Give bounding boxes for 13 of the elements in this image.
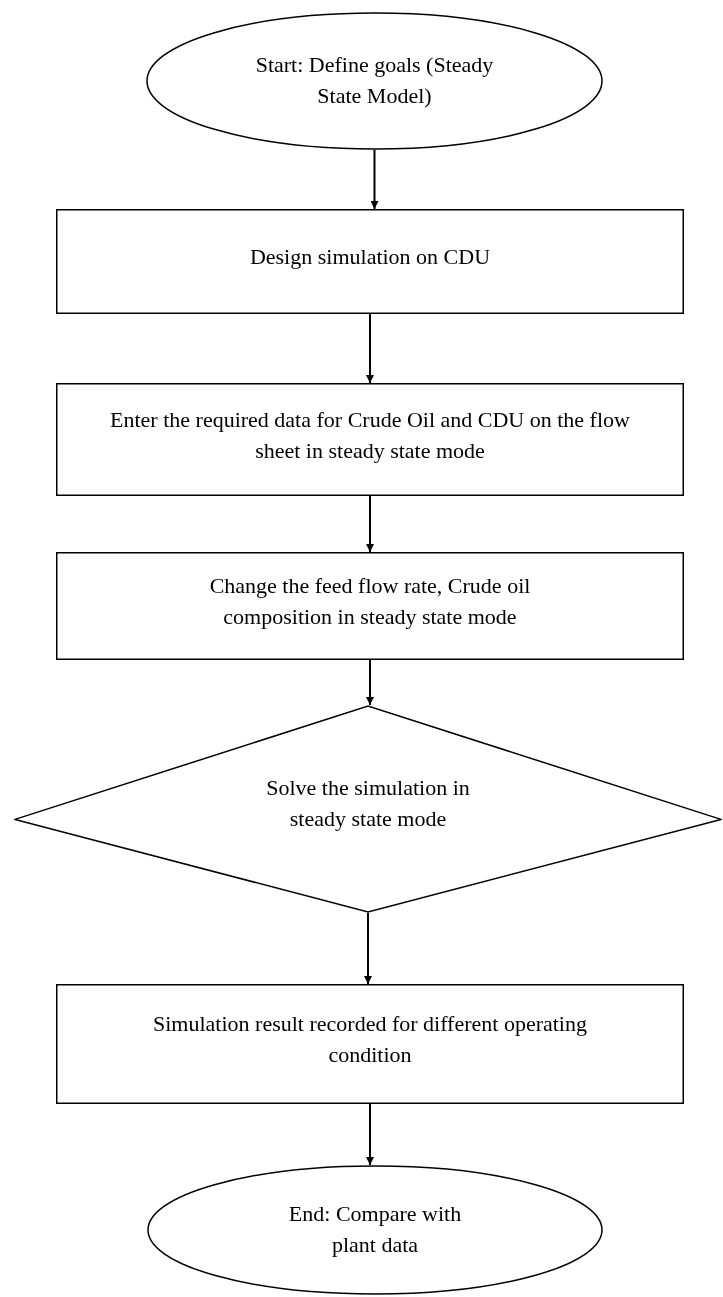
step-text: Simulation result recorded for different operating condition bbox=[152, 1010, 588, 1069]
step-text: Solve the simulation in steady state mode bbox=[265, 774, 471, 833]
arrow bbox=[370, 149, 379, 210]
step-text: Start: Define goals (Steady State Model) bbox=[254, 51, 495, 110]
step-text: End: Compare with plant data bbox=[287, 1200, 463, 1259]
arrow bbox=[366, 659, 374, 706]
arrow bbox=[366, 495, 374, 553]
step-text: Enter the required data for Crude Oil and CDU on the flow sheet in steady state mode bbox=[109, 405, 631, 465]
step-text: Change the feed flow rate, Crude oil composition in steady state mode bbox=[208, 572, 532, 631]
arrow bbox=[364, 912, 372, 985]
arrow bbox=[366, 313, 374, 384]
step-text: Design simulation on CDU bbox=[249, 243, 491, 272]
arrow bbox=[366, 1103, 374, 1166]
